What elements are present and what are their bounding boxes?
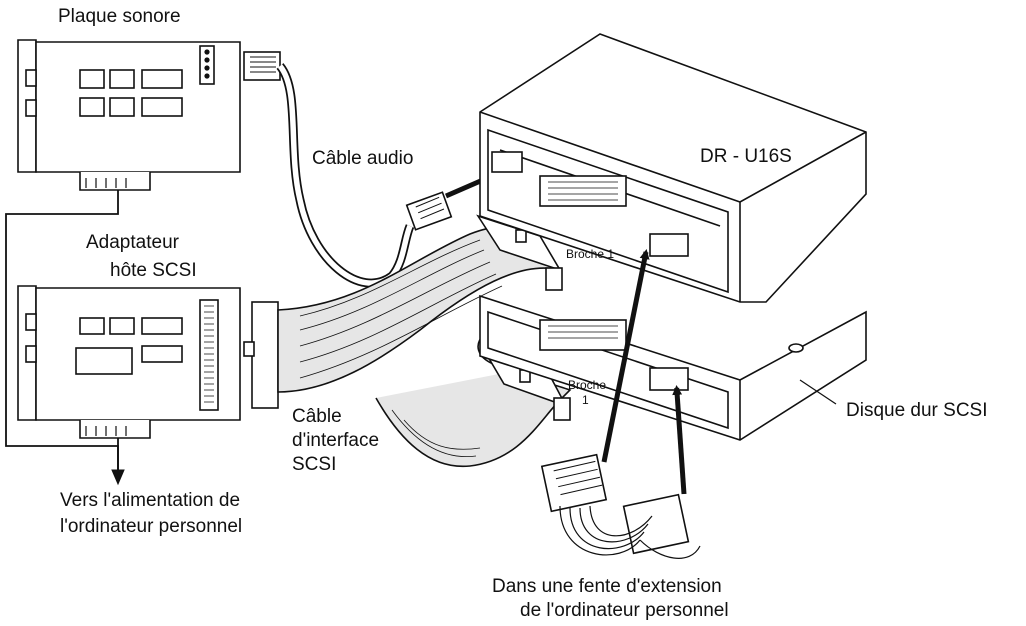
pin1-bottom-label-line1: Broche (568, 378, 607, 392)
power-line (5, 190, 125, 486)
sound-card (17, 39, 281, 191)
hard-disk-label: Disque dur SCSI (846, 400, 988, 421)
power-cable (540, 249, 701, 559)
audio-cable (276, 63, 495, 288)
slot-label-line1: Dans une fente d'extension (492, 576, 722, 597)
pin1-top-label: Broche 1 (566, 247, 615, 261)
power-label-line2: l'ordinateur personnel (60, 516, 243, 537)
drive-model-label: DR - U16S (700, 146, 792, 167)
pin1-bottom-label-line2: 1 (582, 393, 589, 407)
sound-card-label: Plaque sonore (58, 6, 181, 27)
scsi-cable-label-line2: d'interface (292, 430, 380, 451)
scsi-host-label-line1: Adaptateur (86, 232, 179, 253)
scsi-hard-disk (479, 294, 867, 441)
slot-label-line2: de l'ordinateur personnel (520, 600, 729, 621)
cdr-drive (479, 33, 867, 303)
audio-cable-label: Câble audio (312, 148, 414, 169)
scsi-host-label-line2: hôte SCSI (110, 260, 197, 281)
power-label-line1: Vers l'alimentation de (60, 490, 241, 511)
scsi-host-adapter (17, 285, 279, 439)
scsi-cable-label-line1: Câble (292, 406, 342, 427)
scsi-cable-label-line3: SCSI (292, 454, 337, 475)
